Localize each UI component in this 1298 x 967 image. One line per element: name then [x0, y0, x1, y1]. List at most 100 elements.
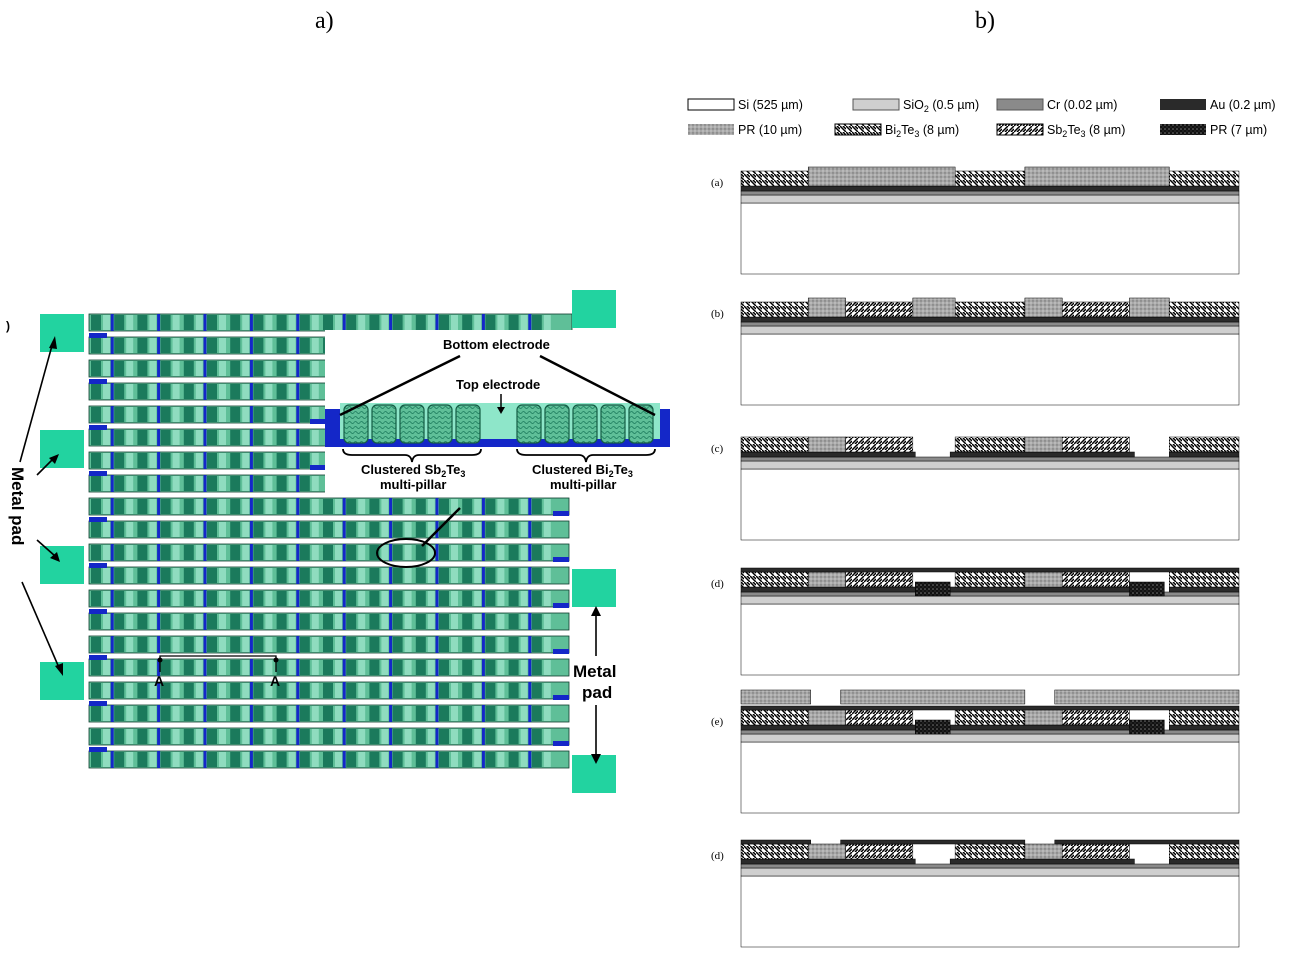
zoom-pointer: [421, 507, 461, 547]
electrode-strip: [249, 383, 253, 400]
thermo-pillar: [253, 683, 264, 698]
thermo-pillar: [126, 660, 134, 675]
thermo-pillar: [137, 752, 148, 767]
thermo-pillar: [497, 614, 505, 629]
thermo-pillar: [451, 660, 458, 675]
thermo-pillar: [381, 660, 389, 675]
thermo-pillar: [126, 545, 134, 560]
photoresist: [807, 843, 846, 860]
electrode-strip: [203, 498, 207, 515]
electrode-strip: [342, 659, 346, 676]
array-row: [88, 451, 327, 470]
thermo-pillar: [219, 568, 226, 583]
electrode-strip: [249, 521, 253, 538]
thermo-pillar: [508, 752, 519, 767]
thermo-pillar: [160, 476, 171, 491]
thermo-pillar: [276, 407, 287, 422]
layer-au: [949, 451, 1135, 458]
thermo-pillar: [253, 407, 264, 422]
thermo-pillar: [404, 683, 412, 698]
layer-si: [740, 202, 1240, 275]
thermo-pillar: [265, 315, 273, 330]
thermo-pillar: [404, 614, 412, 629]
thermo-pillar: [207, 591, 217, 606]
bi2te3-pillar: [1169, 301, 1240, 318]
thermo-pillar: [404, 522, 412, 537]
thermo-pillar: [276, 752, 287, 767]
thermo-pillar: [288, 361, 296, 376]
thermo-pillar: [520, 522, 528, 537]
panel-b-label: b): [975, 8, 995, 34]
thermo-pillar: [543, 545, 551, 560]
thermo-pillar: [369, 568, 380, 583]
layer-au: [740, 586, 916, 593]
thermo-pillar: [276, 315, 287, 330]
sb2te3-pillar: [1061, 709, 1130, 726]
thermo-pillar: [265, 476, 273, 491]
row-connector: [89, 701, 107, 706]
layer-cr: [740, 863, 1240, 869]
photoresist: [807, 166, 956, 187]
thermo-pillar: [114, 729, 125, 744]
thermo-pillar: [485, 522, 496, 537]
thermo-pillar: [288, 729, 296, 744]
thermo-pillar: [485, 660, 496, 675]
electrode-strip: [203, 613, 207, 630]
thermo-pillar: [114, 315, 125, 330]
thermo-pillar: [149, 522, 157, 537]
sb2te3-pillar: [1061, 571, 1130, 588]
thermo-pillar: [126, 637, 134, 652]
layer-au: [949, 724, 1135, 731]
electrode-strip: [481, 705, 485, 722]
thermo-pillar: [91, 453, 101, 468]
thermo-pillar: [485, 499, 496, 514]
thermo-pillar: [335, 522, 342, 537]
thermo-pillar: [276, 384, 287, 399]
thermo-pillar: [323, 545, 333, 560]
thermo-pillar: [126, 522, 134, 537]
thermo-pillar: [114, 499, 125, 514]
thermo-pillar: [415, 522, 426, 537]
layer-sio2: [740, 194, 1240, 204]
thermo-pillar: [381, 499, 389, 514]
electrode-strip: [157, 590, 161, 607]
thermo-pillar: [497, 729, 505, 744]
electrode-strip: [249, 360, 253, 377]
thermo-pillar: [474, 568, 482, 583]
thermo-pillar: [230, 453, 241, 468]
thermo-pillar: [242, 315, 250, 330]
thermo-pillar: [137, 315, 148, 330]
thermo-pillar: [381, 706, 389, 721]
thermo-pillar: [404, 315, 412, 330]
pad-arrowhead: [55, 663, 63, 676]
array-row: [88, 681, 570, 700]
thermo-pillar: [253, 522, 264, 537]
thermo-pillar: [207, 453, 217, 468]
electrode-strip: [528, 705, 532, 722]
thermo-pillar: [404, 752, 412, 767]
electrode-strip: [296, 636, 300, 653]
thermo-pillar: [265, 522, 273, 537]
legend-swatch-sb2te3: [996, 123, 1044, 136]
thermo-pillar: [439, 315, 449, 330]
thermo-pillar: [311, 614, 319, 629]
thermo-pillar: [242, 453, 250, 468]
electrode-strip: [389, 728, 393, 745]
electrode-strip: [342, 728, 346, 745]
sb2te3-pillar: [845, 843, 914, 860]
electrode-strip: [296, 659, 300, 676]
thermo-pillar: [183, 706, 194, 721]
thermo-pillar: [183, 752, 194, 767]
thermo-pillar: [427, 568, 435, 583]
thermo-pillar: [230, 660, 241, 675]
thermo-pillar: [114, 568, 125, 583]
thermo-pillar: [265, 430, 273, 445]
thermo-pillar: [543, 499, 551, 514]
thermo-pillar: [288, 706, 296, 721]
thermo-pillar: [172, 614, 180, 629]
electrode-strip: [203, 705, 207, 722]
electrode-strip: [110, 475, 114, 492]
row-connector: [553, 603, 569, 608]
thermo-pillar: [91, 315, 101, 330]
thermo-pillar: [114, 384, 125, 399]
